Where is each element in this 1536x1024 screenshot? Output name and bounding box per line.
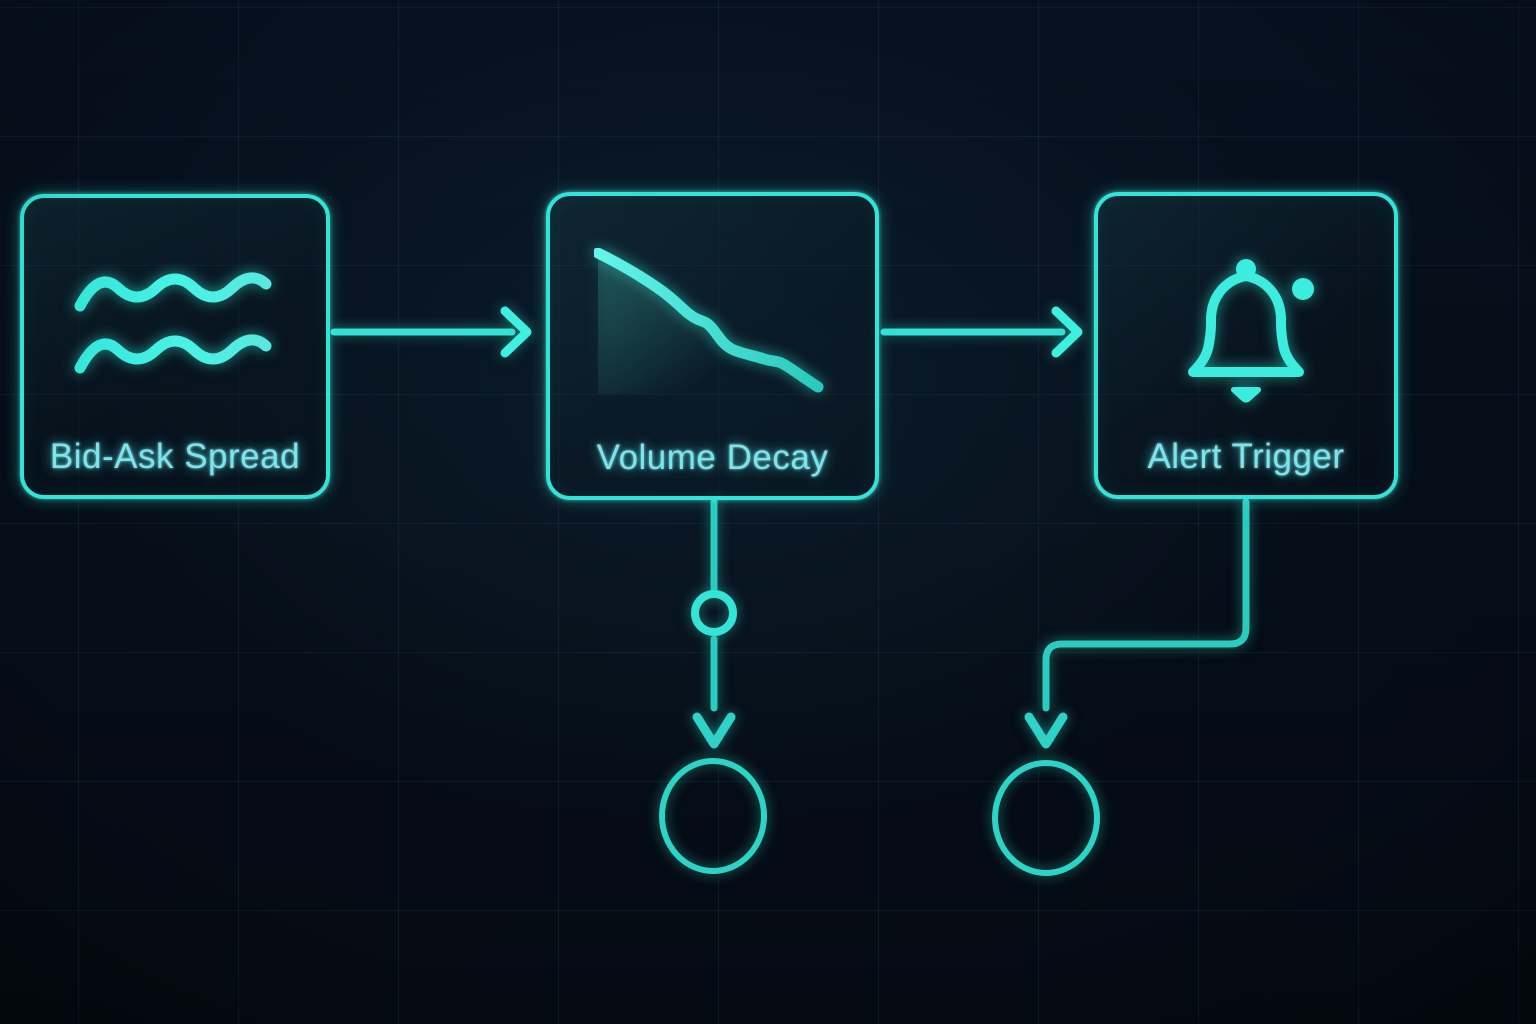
bell-clapper — [1230, 387, 1262, 403]
bell-icon — [1188, 259, 1314, 403]
edge-volume-to-terminal — [691, 498, 737, 749]
terminal-circle-2[interactable] — [992, 760, 1100, 876]
decay-line-chart-icon — [594, 248, 824, 394]
edge-volume-to-alert — [880, 306, 1083, 358]
node-alert-trigger[interactable]: Alert Trigger — [1094, 192, 1398, 499]
notification-dot — [1292, 278, 1314, 300]
node-bid-ask-spread[interactable]: Bid-Ask Spread — [20, 194, 330, 499]
junction-circle — [691, 590, 737, 636]
node-label-volume-decay: Volume Decay — [596, 438, 829, 477]
node-volume-decay[interactable]: Volume Decay — [546, 192, 879, 500]
node-label-alert-trigger: Alert Trigger — [1147, 437, 1345, 476]
edge-bidask-to-volume — [330, 306, 532, 358]
decay-line — [594, 248, 824, 393]
waves-icon — [74, 272, 272, 374]
edge-alert-to-terminal — [1024, 498, 1250, 749]
decay-area-fill — [598, 253, 730, 394]
node-label-bid-ask-spread: Bid-Ask Spread — [49, 437, 301, 476]
bell-body — [1188, 271, 1304, 377]
terminal-circle-1[interactable] — [659, 758, 767, 874]
